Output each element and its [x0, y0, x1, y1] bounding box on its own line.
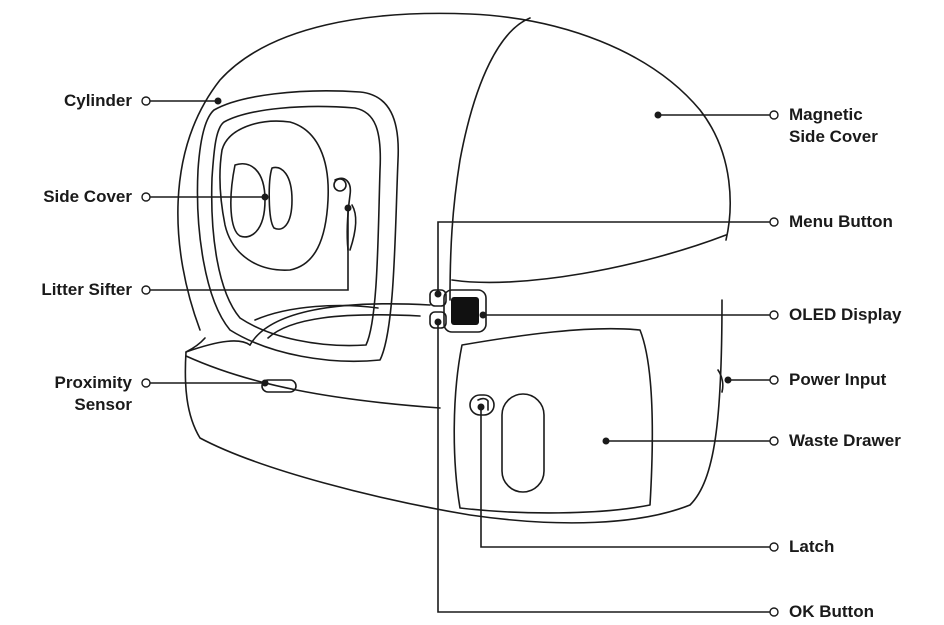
oled-frame: [443, 289, 487, 333]
ring-cylinder: [141, 96, 151, 106]
leader-menu-button: [437, 221, 770, 292]
label-cylinder: Cylinder: [63, 91, 132, 110]
dot-side-cover: [261, 193, 269, 201]
label-magnetic-line2: Side Cover: [789, 127, 878, 146]
dot-menu-button: [434, 290, 442, 298]
ring-power-input: [769, 375, 779, 385]
proximity-sensor-slot: [261, 379, 297, 393]
opening-inner: [210, 105, 382, 347]
ring-proximity-sensor: [141, 378, 151, 388]
label-side-cover: Side Cover: [43, 187, 132, 206]
side-cover-knob: [230, 163, 266, 238]
drawer-handle: [501, 393, 545, 493]
cover-seam: [451, 234, 727, 284]
latch-inner: [477, 397, 489, 411]
sifter-pivot: [333, 178, 347, 192]
dot-latch: [477, 403, 485, 411]
label-proximity-line1: Proximity: [54, 373, 132, 392]
basin-ring-inner: [267, 314, 421, 339]
ring-waste-drawer: [769, 436, 779, 446]
basin-ring: [249, 303, 431, 346]
label-power-input: Power Input: [789, 370, 887, 389]
dot-ok-button: [434, 318, 442, 326]
leader-litter-sifter: [146, 208, 349, 291]
label-menu-button: Menu Button: [789, 212, 893, 231]
latch-outer: [469, 394, 495, 416]
opening-floor: [254, 304, 379, 321]
dot-waste-drawer: [602, 437, 610, 445]
dot-proximity-sensor: [261, 379, 269, 387]
dot-litter-sifter: [344, 204, 352, 212]
label-proximity-sensor: Proximity Sensor: [55, 372, 132, 416]
label-waste-drawer: Waste Drawer: [789, 431, 901, 450]
base-ledge: [185, 355, 441, 409]
label-latch: Latch: [789, 537, 835, 556]
power-input-notch: [717, 369, 724, 393]
side-cover-panel: [219, 120, 329, 271]
ring-menu-button: [769, 217, 779, 227]
waste-drawer: [453, 327, 654, 514]
leader-latch: [480, 407, 770, 548]
ring-litter-sifter: [141, 285, 151, 295]
cylinder-dome: [177, 12, 731, 331]
dot-power-input: [724, 376, 732, 384]
opening-outer: [196, 90, 400, 363]
litter-sifter-rod-2: [349, 204, 357, 251]
dot-oled-display: [479, 311, 487, 319]
base-rim: [185, 337, 251, 353]
label-magnetic-side-cover: Magnetic Side Cover: [789, 104, 878, 148]
label-ok-button: OK Button: [789, 602, 874, 621]
ring-magnetic-cover: [769, 110, 779, 120]
ring-latch: [769, 542, 779, 552]
ring-oled-display: [769, 310, 779, 320]
leader-ok-button: [437, 322, 770, 613]
label-magnetic-line1: Magnetic: [789, 105, 863, 124]
oled-screen: [451, 297, 479, 325]
side-cover-slot: [268, 166, 293, 230]
ring-ok-button: [769, 607, 779, 617]
label-litter-sifter: Litter Sifter: [41, 280, 132, 299]
dot-magnetic-cover: [654, 111, 662, 119]
magnetic-cover-edge: [449, 17, 531, 301]
label-proximity-line2: Sensor: [74, 395, 132, 414]
dot-cylinder: [214, 97, 222, 105]
label-oled-display: OLED Display: [789, 305, 902, 324]
ring-side-cover: [141, 192, 151, 202]
base-body: [184, 299, 723, 524]
